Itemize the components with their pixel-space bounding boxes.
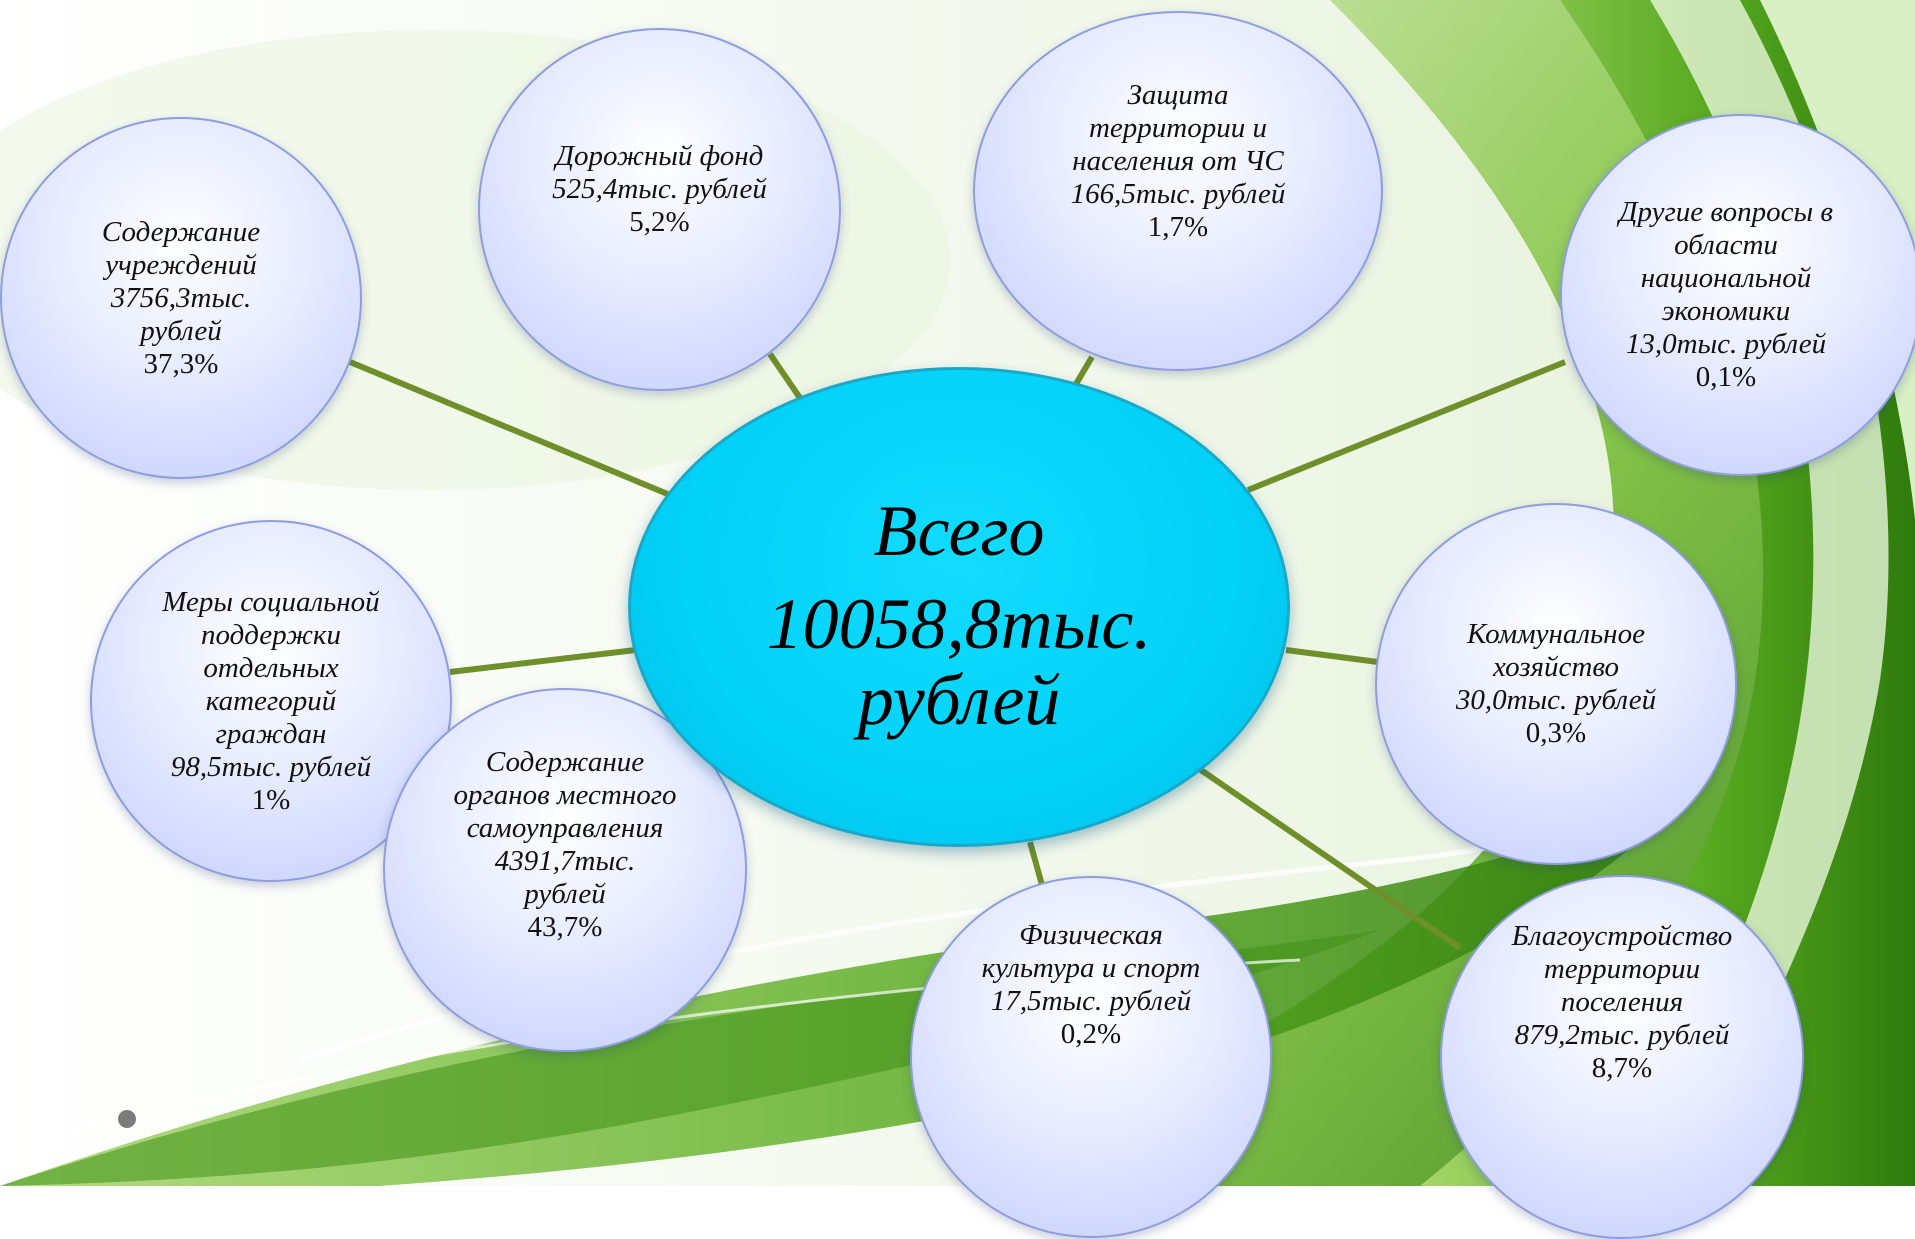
connector-national-economy xyxy=(1246,359,1567,493)
bubble-line: национальной xyxy=(1640,262,1812,294)
bubble-line: Другие вопросы в xyxy=(1619,196,1833,228)
bubble-line: Коммунальное xyxy=(1467,618,1645,650)
bubble-line: граждан xyxy=(215,717,327,750)
bubble-line: 30,0тыс. рублей xyxy=(1455,684,1657,716)
connector-social-support xyxy=(449,647,637,675)
bubble-percent: 37,3% xyxy=(143,347,219,380)
bubble-line: населения от ЧС xyxy=(1072,144,1284,177)
bubble-line: области xyxy=(1674,229,1778,261)
bubble-line: Меры социальной xyxy=(162,585,380,618)
bubble-line: 3756,3тыс. xyxy=(110,281,252,314)
bubble-line: категорий xyxy=(205,684,337,717)
bubble-percent: 0,2% xyxy=(1060,1017,1122,1050)
bubble-percent: 43,7% xyxy=(527,911,603,943)
connector-institutions xyxy=(348,359,672,498)
bubble-line: Благоустройство xyxy=(1511,919,1733,952)
bubble-line: учреждений xyxy=(105,248,257,281)
bubble-line: 17,5тыс. рублей xyxy=(990,984,1192,1017)
bubble-utilities: Коммунальное хозяйство 30,0тыс. рублей 0… xyxy=(1375,503,1737,865)
center-total-label: Всего xyxy=(873,491,1045,571)
bubble-line: территории xyxy=(1543,952,1701,985)
bubble-line: экономики xyxy=(1661,295,1791,327)
connector-utilities xyxy=(1285,647,1379,665)
bubble-line: Защита xyxy=(1127,78,1229,111)
bubble-percent: 8,7% xyxy=(1591,1051,1653,1084)
bubble-line: территории и xyxy=(1088,111,1267,144)
bubble-line: 4391,7тыс. xyxy=(494,845,636,877)
bubble-line: 13,0тыс. рублей xyxy=(1625,328,1827,360)
bubble-line: Физическая xyxy=(1019,918,1163,951)
bubble-line: рублей xyxy=(140,314,222,347)
bubble-line: 525,4тыс. рублей xyxy=(552,173,767,205)
bubble-line: отдельных xyxy=(203,651,339,684)
bubble-percent: 1,7% xyxy=(1147,210,1209,243)
bubble-line: самоуправления xyxy=(466,812,664,844)
bubble-line: хозяйство xyxy=(1492,651,1620,683)
center-total-ellipse: Всего 10058,8тыс. рублей xyxy=(628,367,1290,847)
bubble-percent: 0,1% xyxy=(1695,361,1757,393)
bubble-institutions: Содержание учреждений 3756,3тыс. рублей … xyxy=(0,117,362,479)
bubble-percent: 0,3% xyxy=(1525,717,1587,749)
bubble-line: 98,5тыс. рублей xyxy=(170,750,372,783)
bubble-percent: 5,2% xyxy=(629,206,690,238)
bubble-line: рублей xyxy=(524,878,606,910)
connector-landscaping xyxy=(1196,765,1462,951)
bubble-line: Содержание xyxy=(101,215,261,248)
bubble-line: поддержки xyxy=(200,618,341,651)
bubble-line: поселения xyxy=(1560,985,1684,1018)
center-total-amount: 10058,8тыс. xyxy=(766,584,1152,664)
bubble-line: Дорожный фонд xyxy=(555,140,764,172)
bubble-percent: 1% xyxy=(251,783,291,816)
bubble-landscaping: Благоустройство территории поселения 879… xyxy=(1440,875,1804,1239)
center-total-unit: рублей xyxy=(857,660,1061,740)
connector-road-fund xyxy=(767,352,803,400)
connector-emergency xyxy=(1073,355,1095,386)
bullet-dot xyxy=(118,1110,136,1128)
bubble-road-fund: Дорожный фонд 525,4тыс. рублей 5,2% xyxy=(478,28,841,391)
bubble-emergency-protection: Защита территории и населения от ЧС 166,… xyxy=(973,11,1383,371)
bubble-line: 166,5тыс. рублей xyxy=(1070,177,1286,210)
bubble-local-government: Содержание органов местного самоуправлен… xyxy=(383,688,747,1052)
bubble-line: Содержание xyxy=(485,746,645,778)
bubble-line: 879,2тыс. рублей xyxy=(1514,1018,1730,1051)
connector-sports xyxy=(1027,841,1045,886)
bubble-line: органов местного xyxy=(453,779,677,811)
bubble-line: культура и спорт xyxy=(981,951,1201,984)
bubble-sports: Физическая культура и спорт 17,5тыс. руб… xyxy=(910,876,1272,1238)
connector-lines xyxy=(348,352,1567,951)
bubble-national-economy: Другие вопросы в области национальной эк… xyxy=(1560,114,1915,476)
